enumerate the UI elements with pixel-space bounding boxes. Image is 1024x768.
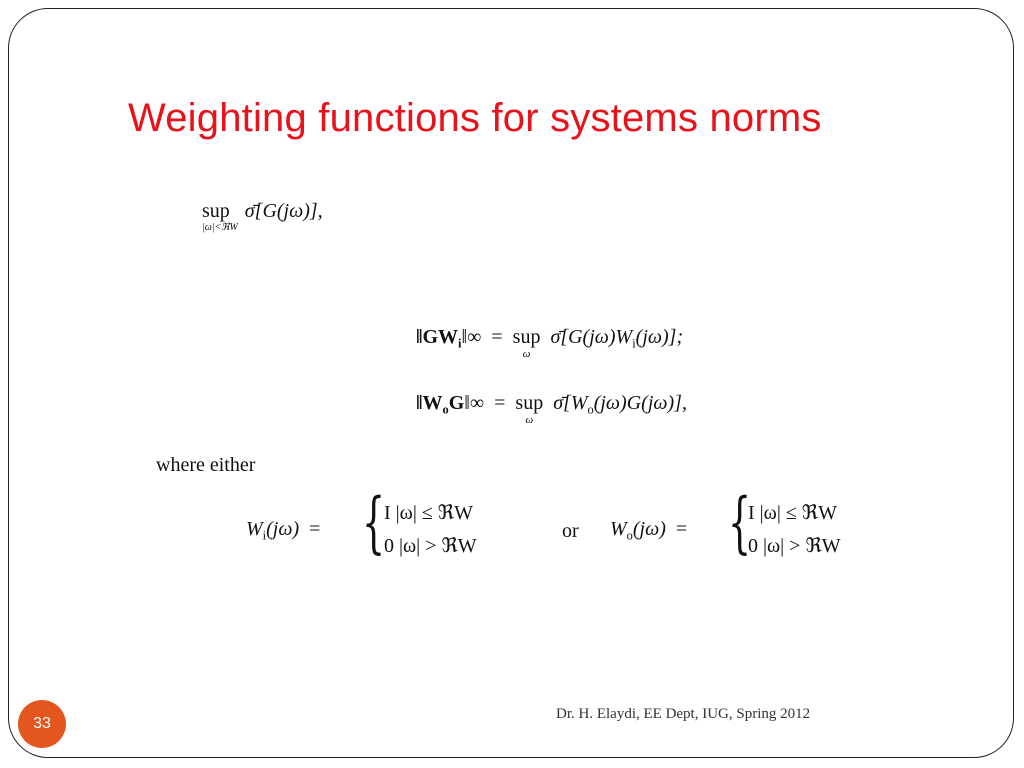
lhs-gw: ‖GW <box>416 326 459 348</box>
page-number: 33 <box>33 715 51 732</box>
slide-frame <box>8 8 1014 758</box>
equation-body: σ̄[G(jω)], <box>244 200 323 222</box>
wo-left-brace: { <box>728 484 752 561</box>
norm-inf: ‖∞ <box>461 326 482 348</box>
sup-condition: |ω|<ℜW <box>202 222 238 233</box>
wi-case-row-1: I |ω| ≤ ℜW <box>384 502 473 524</box>
norm-inf: ‖∞ <box>464 392 485 414</box>
rhs-sigma: σ̄[W <box>553 392 588 414</box>
wi-lhs: Wi(jω) = <box>246 518 321 543</box>
footer-credit: Dr. H. Elaydi, EE Dept, IUG, Spring 2012 <box>556 706 811 722</box>
equation-output-weighted-norm: ‖WoG‖∞ = sup ω σ̄[Wo(jω)G(jω)], <box>416 392 687 426</box>
sup-operator: sup ω <box>512 326 541 360</box>
wo-case-row-1: I |ω| ≤ ℜW <box>748 502 837 524</box>
wi-left-brace: { <box>362 484 386 561</box>
sup-operator: sup ω <box>515 392 544 426</box>
or-connector: or <box>562 520 579 542</box>
page-number-badge: 33 <box>18 700 66 748</box>
equation-input-weighted-norm: ‖GWi‖∞ = sup ω σ̄[G(jω)Wi(jω)]; <box>416 326 684 360</box>
wi-case-row-2: 0 |ω| > ℜW <box>384 535 477 557</box>
wo-lhs: Wo(jω) = <box>610 518 688 543</box>
equation-sup-sigma: sup |ω|<ℜW σ̄[G(jω)], <box>202 200 323 233</box>
slide-title: Weighting functions for systems norms <box>128 96 822 140</box>
lhs-wo: ‖W <box>416 392 443 414</box>
where-either-text: where either <box>156 454 256 476</box>
sup-operator: sup |ω|<ℜW <box>202 200 238 233</box>
rhs-sigma: σ̄[G(jω)W <box>550 326 633 348</box>
wo-case-row-2: 0 |ω| > ℜW <box>748 535 841 557</box>
